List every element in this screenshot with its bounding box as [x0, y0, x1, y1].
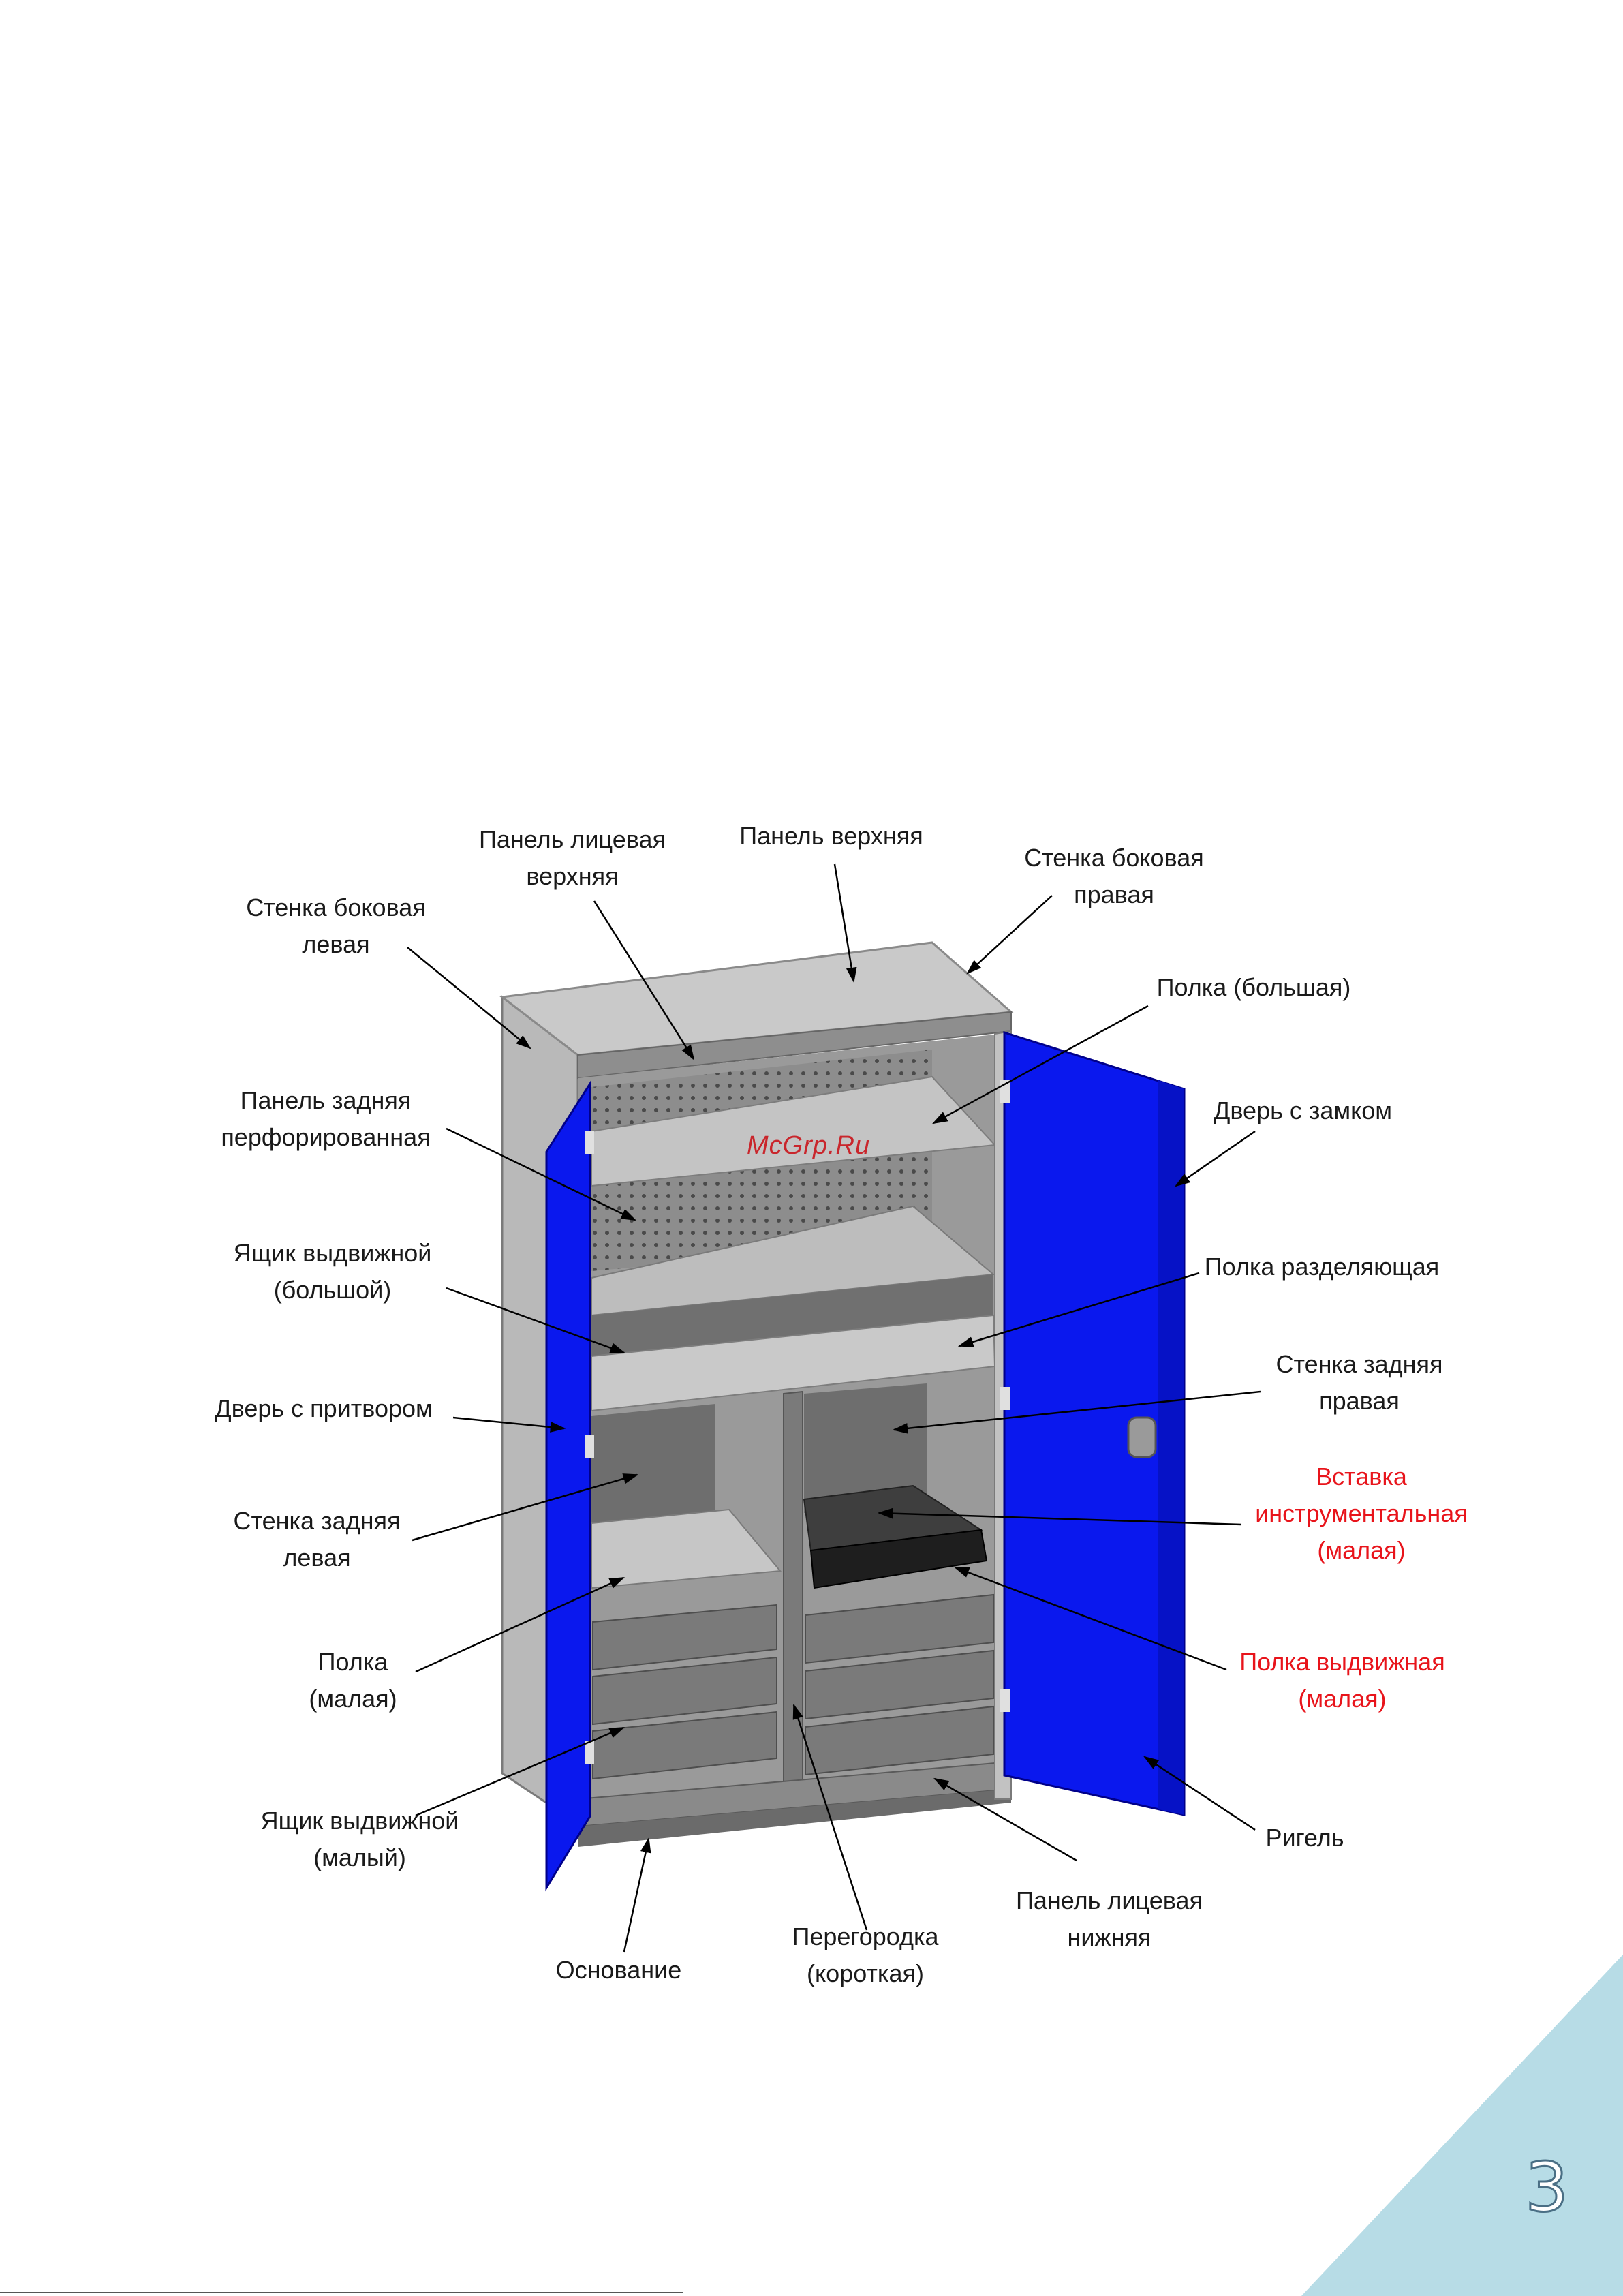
leader-base	[623, 1837, 651, 1953]
leader-top-panel	[833, 863, 857, 983]
label-door-with-rebate: Дверь с притвором	[215, 1394, 433, 1422]
door-lock-handle	[1127, 1416, 1157, 1458]
shelf-small-shape	[591, 1508, 782, 1589]
leader-front-top-panel	[593, 900, 695, 1060]
leader-shelf-dividing	[957, 1272, 1200, 1347]
label-front-bottom-panel: Панель лицевая нижняя	[1016, 1886, 1203, 1951]
base-shape	[578, 1789, 1011, 1847]
label-pullout-shelf-small: Полка выдвижная (малая)	[1239, 1648, 1445, 1713]
label-tool-insert-small: Вставка инструментальная (малая)	[1255, 1463, 1468, 1564]
leader-partition-short	[792, 1703, 868, 1931]
leader-shelf-large	[932, 1005, 1149, 1124]
watermark: McGrp.Ru	[747, 1131, 871, 1160]
leader-drawer-large	[446, 1287, 626, 1354]
label-bolt: Ригель	[1265, 1824, 1344, 1852]
label-back-wall-right: Стенка задняя правая	[1276, 1350, 1443, 1415]
door-with-rebate-shape	[545, 1080, 591, 1892]
leader-shelf-small	[415, 1576, 625, 1673]
label-drawer-small: Ящик выдвижной (малый)	[260, 1807, 459, 1871]
leader-tool-insert-small	[877, 1507, 1242, 1526]
leader-front-bottom-panel	[933, 1777, 1077, 1862]
leader-side-wall-right	[966, 895, 1053, 975]
back-wall-right-shape	[804, 1383, 927, 1513]
corner-triangle	[1301, 1955, 1623, 2296]
leader-bolt	[1143, 1756, 1256, 1831]
label-base: Основание	[555, 1956, 682, 1984]
leader-door-with-rebate	[452, 1416, 566, 1433]
cabinet	[499, 941, 1186, 1892]
leader-drawer-small	[415, 1726, 625, 1817]
label-shelf-small: Полка (малая)	[309, 1648, 397, 1713]
label-side-wall-left: Стенка боковая левая	[246, 893, 426, 958]
page-number: 3	[1524, 2147, 1570, 2229]
leader-lines	[407, 863, 1261, 1953]
drawers-small-right	[805, 1593, 994, 1776]
back-wall-left-shape	[591, 1404, 715, 1523]
label-back-wall-left: Стенка задняя левая	[233, 1507, 401, 1572]
label-front-top-panel: Панель лицевая верхняя	[479, 825, 666, 890]
pullout-shelf-small-shape	[809, 1529, 988, 1589]
leader-back-wall-left	[412, 1473, 639, 1542]
leader-side-wall-left	[407, 947, 531, 1050]
drawers-small-left	[592, 1604, 777, 1780]
leader-pullout-shelf-small	[953, 1566, 1227, 1671]
leader-door-with-lock	[1175, 1130, 1256, 1187]
label-drawer-large: Ящик выдвижной (большой)	[233, 1239, 432, 1304]
label-side-wall-right: Стенка боковая правая	[1024, 844, 1204, 908]
leader-back-wall-right	[892, 1390, 1261, 1434]
label-shelf-dividing: Полка разделяющая	[1204, 1253, 1440, 1281]
bottom-rule	[0, 2292, 683, 2293]
label-partition-short: Перегородка (короткая)	[792, 1923, 939, 1987]
label-shelf-large: Полка (большая)	[1156, 973, 1351, 1001]
leader-back-panel-perforated	[446, 1127, 637, 1221]
label-top-panel: Панель верхняя	[739, 822, 923, 850]
partition-short-shape	[783, 1390, 803, 1790]
label-door-with-lock: Дверь с замком	[1213, 1097, 1393, 1124]
door-with-lock-shape	[1003, 1030, 1186, 1816]
label-back-panel-perforated: Панель задняя перфорированная	[221, 1086, 431, 1151]
